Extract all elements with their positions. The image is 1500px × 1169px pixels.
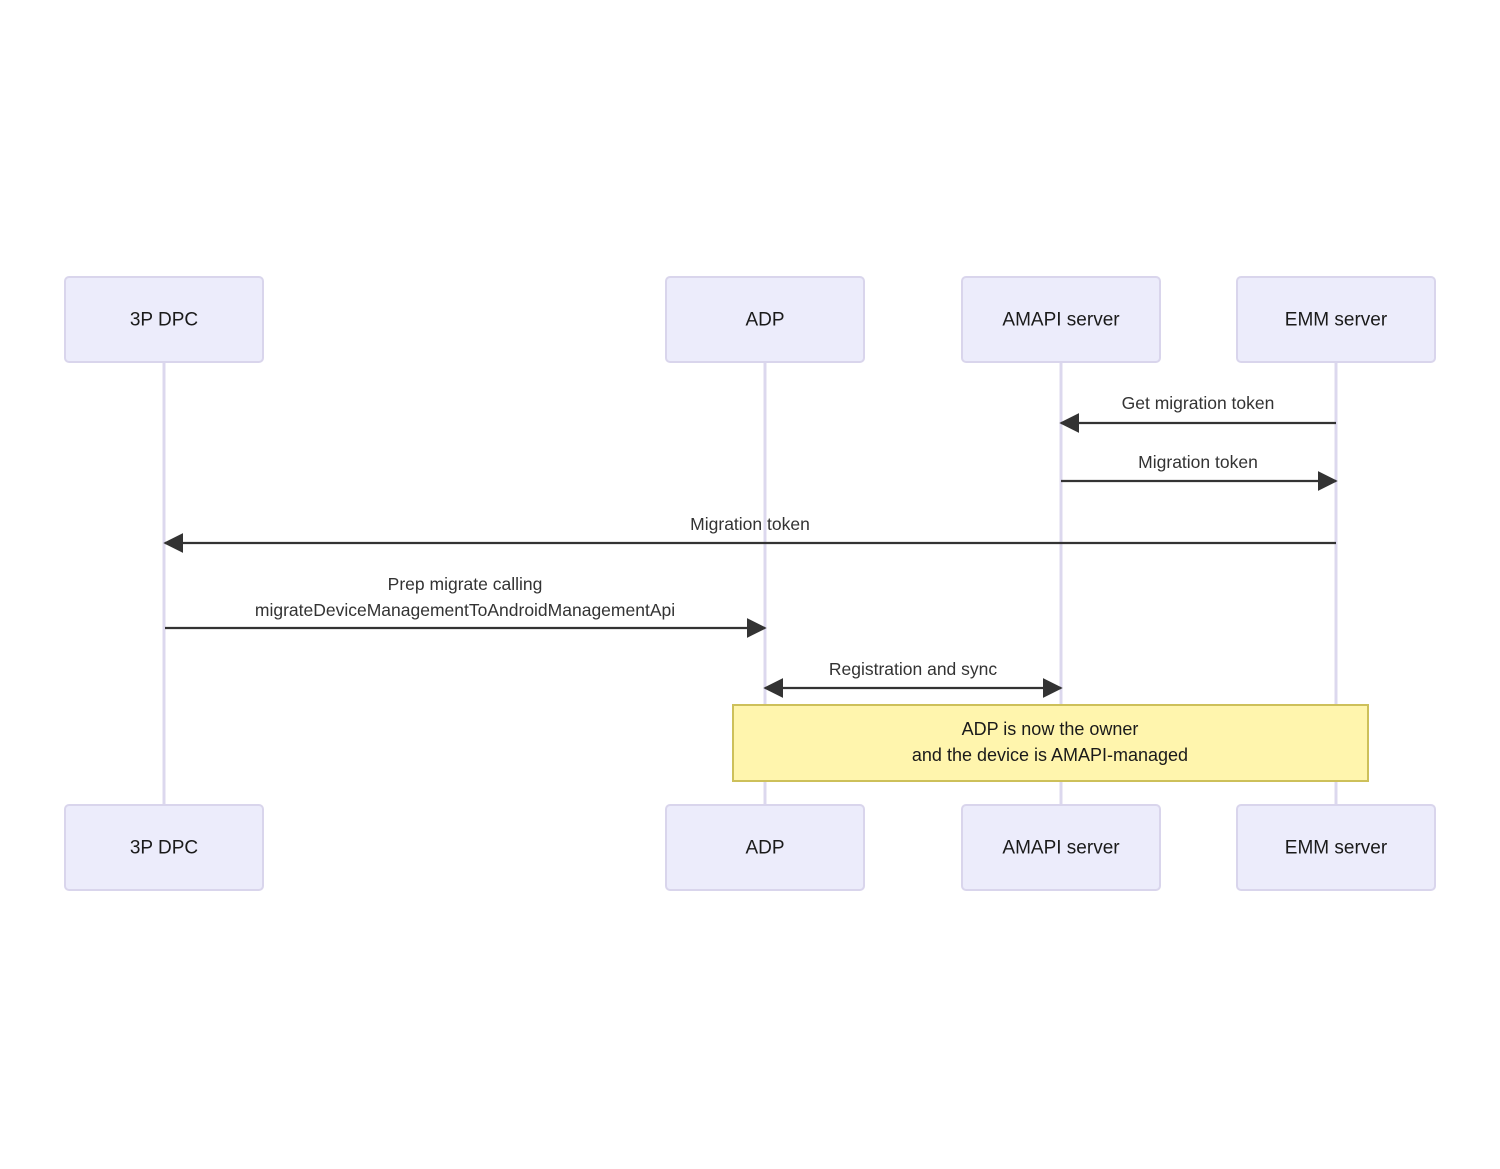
message-label: Migration token (690, 514, 810, 534)
message-m3: Migration token (163, 514, 1336, 553)
participant-label: 3P DPC (130, 310, 198, 331)
participant-box (64, 804, 264, 891)
notes-group: ADP is now the owner and the device is AM… (732, 704, 1369, 782)
note-text-line: ADP is now the owner (962, 719, 1139, 739)
participant-amapi-top[interactable]: AMAPI server (961, 276, 1161, 363)
note-text-line: and the device is AMAPI-managed (912, 745, 1188, 765)
participant-dpc-bottom[interactable]: 3P DPC (64, 804, 264, 891)
participant-label: AMAPI server (1002, 310, 1120, 331)
participant-box (665, 804, 865, 891)
message-label: Prep migrate calling (388, 574, 543, 594)
participant-label: ADP (745, 310, 784, 331)
participants-top-group: 3P DPC ADP AMAPI server EMM server (64, 276, 1436, 363)
participant-box (961, 276, 1161, 363)
participant-box (1236, 804, 1436, 891)
message-label: migrateDeviceManagementToAndroidManageme… (255, 600, 675, 620)
participant-box (1236, 276, 1436, 363)
message-m2: Migration token (1061, 452, 1338, 491)
participant-emm-top[interactable]: EMM server (1236, 276, 1436, 363)
participant-label: 3P DPC (130, 838, 198, 859)
note-box (732, 704, 1369, 782)
participant-box (665, 276, 865, 363)
participant-adp-top[interactable]: ADP (665, 276, 865, 363)
participant-emm-bottom[interactable]: EMM server (1236, 804, 1436, 891)
participant-label: AMAPI server (1002, 838, 1120, 859)
message-label: Get migration token (1122, 393, 1275, 413)
participant-label: EMM server (1285, 310, 1388, 331)
participant-box (64, 276, 264, 363)
message-m1: Get migration token (1059, 393, 1336, 433)
participant-adp-bottom[interactable]: ADP (665, 804, 865, 891)
note-adp-owner: ADP is now the owner and the device is AM… (732, 704, 1369, 782)
participants-bottom-group: 3P DPC ADP AMAPI server EMM server (64, 804, 1436, 891)
message-label: Registration and sync (829, 659, 998, 679)
participant-label: ADP (745, 838, 784, 859)
participant-dpc-top[interactable]: 3P DPC (64, 276, 264, 363)
participant-box (961, 804, 1161, 891)
participant-label: EMM server (1285, 838, 1388, 859)
message-label: Migration token (1138, 452, 1258, 472)
message-m5: Registration and sync (763, 659, 1063, 698)
message-m4: Prep migrate calling migrateDeviceManagem… (165, 574, 767, 638)
participant-amapi-bottom[interactable]: AMAPI server (961, 804, 1161, 891)
